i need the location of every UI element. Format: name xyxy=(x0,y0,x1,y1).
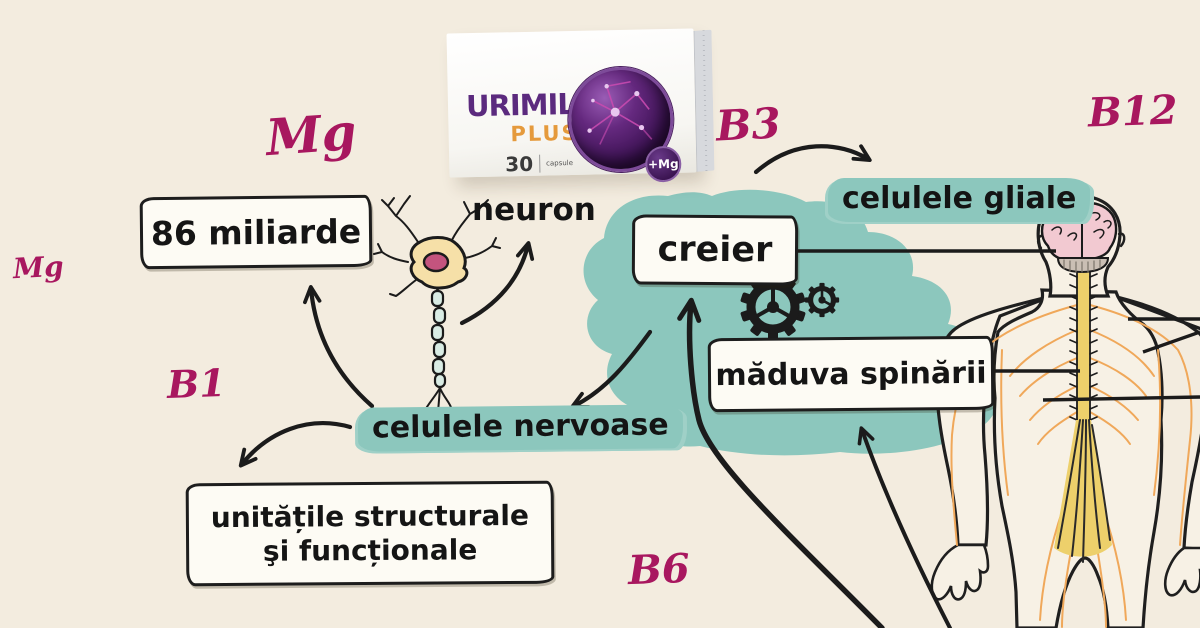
arrow-bottom-to-spinal-cord xyxy=(857,426,952,628)
product-box-side-panel xyxy=(693,29,715,172)
count-divider xyxy=(538,154,541,173)
highlight-nerve-cells: celulele nervoase xyxy=(357,404,683,452)
product-count-row: 30 capsule xyxy=(505,151,574,177)
vitamin-label-b1: B1 xyxy=(166,359,227,408)
vitamin-label-mg-top: Mg xyxy=(264,101,359,168)
vitamin-label-mg-left: Mg xyxy=(12,249,65,286)
label-neuron: neuron xyxy=(472,192,596,228)
vitamin-label-b6: B6 xyxy=(627,544,691,595)
arrow-to-structural-units xyxy=(238,421,353,468)
callout-neuron-count: 86 miliarde xyxy=(139,194,373,270)
vitamin-label-b3: B3 xyxy=(714,98,782,151)
neuron-network-graphic xyxy=(587,80,653,145)
gears-icon xyxy=(740,274,840,340)
neuron-sphere-image xyxy=(567,65,675,174)
arrow-to-neuron xyxy=(459,241,535,326)
neuron-illustration xyxy=(373,195,501,421)
structural-units-line1: unitățile structurale xyxy=(210,499,530,535)
arrow-blob-to-nerve-cells xyxy=(570,329,653,409)
product-box: URIMIL® PLUS 30 capsule +Mg xyxy=(446,28,715,183)
arrow-bottom-to-brain xyxy=(677,297,885,628)
human-body-illustration xyxy=(930,194,1200,628)
pointer-line-right-3 xyxy=(1042,395,1200,402)
arrow-to-86-miliarde xyxy=(303,285,375,409)
callout-spinal-cord: măduva spinării xyxy=(707,335,995,413)
callout-brain: creier xyxy=(631,214,799,286)
product-variant: PLUS xyxy=(510,120,579,147)
callout-structural-units: unitățile structurale şi funcționale xyxy=(185,480,555,587)
spinal-cord-illustration xyxy=(1054,265,1112,563)
product-brand: URIMIL® xyxy=(466,87,584,123)
pointer-line-right-2 xyxy=(1142,330,1200,354)
product-count: 30 xyxy=(505,151,534,177)
vitamin-label-b12: B12 xyxy=(1087,86,1179,137)
arrow-b3-to-glial xyxy=(753,144,872,175)
highlight-glial-cells: celulele gliale xyxy=(828,178,1091,222)
product-count-unit: capsule xyxy=(546,158,574,168)
structural-units-line2: şi funcționale xyxy=(262,532,478,568)
